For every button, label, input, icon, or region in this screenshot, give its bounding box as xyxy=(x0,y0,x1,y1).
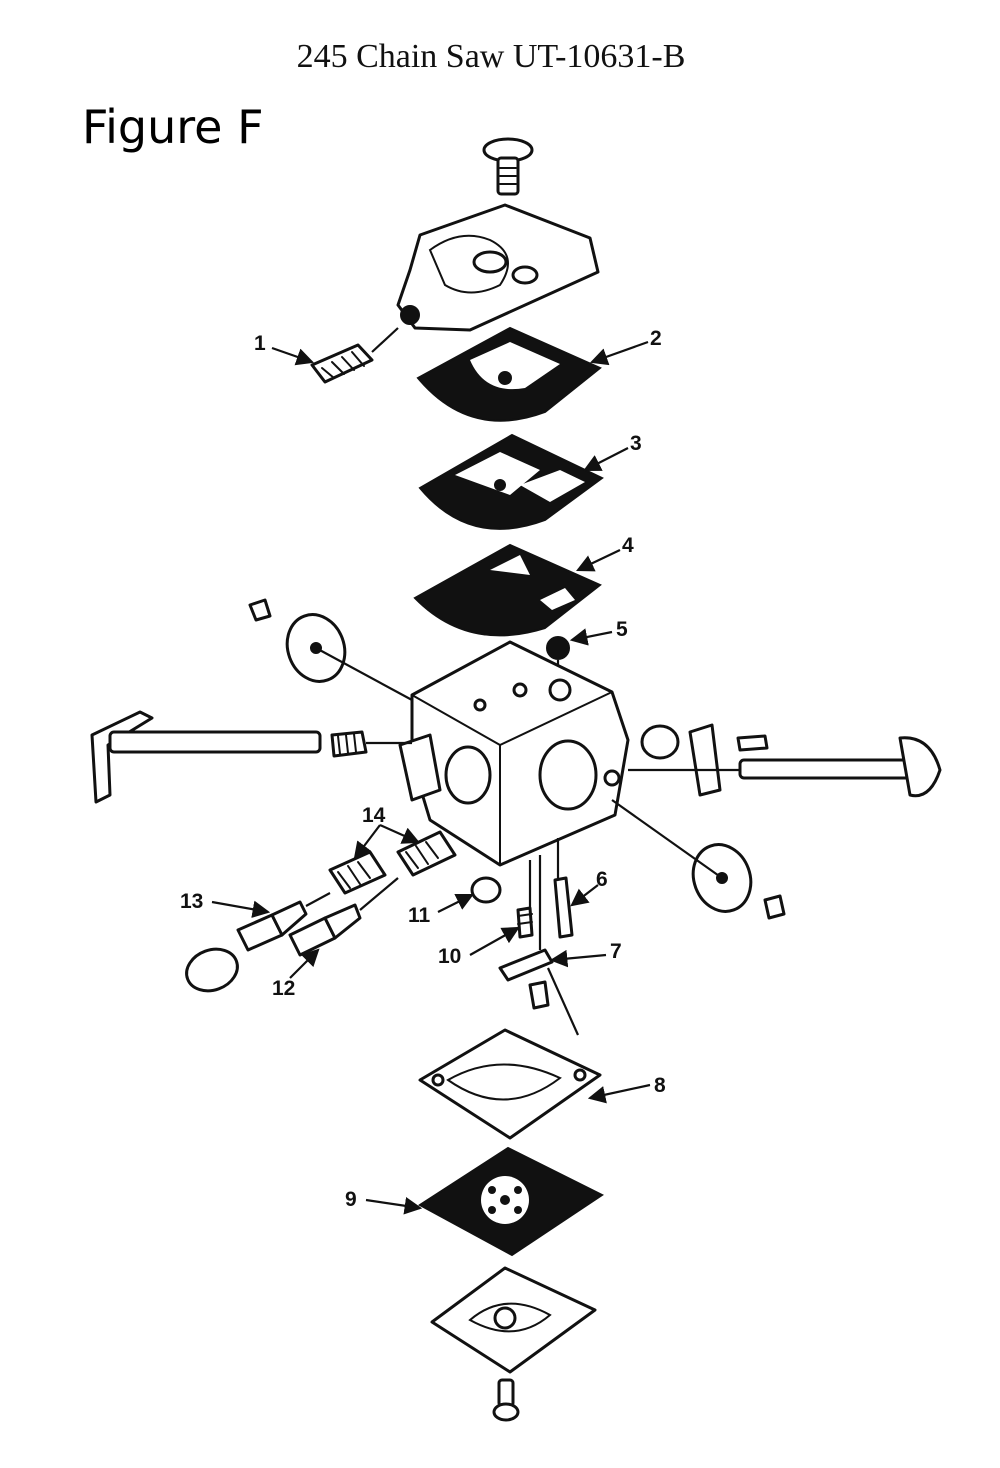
callout-3: 3 xyxy=(630,432,642,455)
callout-13: 13 xyxy=(180,890,203,913)
callout-9: 9 xyxy=(345,1188,357,1211)
callout-12: 12 xyxy=(272,977,295,1000)
figure-label: Figure F xyxy=(82,100,264,154)
part-6-inlet-needle xyxy=(553,838,574,939)
metering-cover-screw xyxy=(492,1378,520,1422)
callout-8: 8 xyxy=(654,1074,666,1097)
part-10-metering-spring xyxy=(516,906,534,939)
part-4-pump-plate xyxy=(413,543,602,637)
callout-1: 1 xyxy=(254,332,266,355)
part-7-metering-lever xyxy=(498,948,580,1036)
part-3-pump-diaphragm xyxy=(418,433,604,530)
pump-cover xyxy=(396,203,600,332)
throttle-valve-plate xyxy=(248,598,413,701)
callout-11: 11 xyxy=(408,904,431,927)
part-12-high-speed-needle xyxy=(288,877,399,957)
part-13-low-speed-needle xyxy=(236,892,331,952)
choke-shaft xyxy=(628,723,942,798)
callout-5: 5 xyxy=(616,618,628,641)
metering-cover xyxy=(430,1266,597,1374)
part-2-pump-gasket xyxy=(416,326,602,422)
limiter-cap xyxy=(185,947,239,993)
document-title: 245 Chain Saw UT-10631-B xyxy=(296,38,686,75)
part-9-metering-diaphragm xyxy=(418,1146,604,1257)
callout-leaders xyxy=(211,340,651,1215)
part-1-inlet-screen xyxy=(310,327,399,384)
choke-valve-plate xyxy=(611,799,786,920)
callout-4: 4 xyxy=(622,534,634,557)
callout-14: 14 xyxy=(362,804,386,827)
callout-7: 7 xyxy=(610,940,622,963)
carburetor-body xyxy=(398,640,630,867)
top-cover-screw xyxy=(482,137,534,196)
metering-pins xyxy=(528,855,542,950)
throttle-shaft xyxy=(90,710,412,804)
part-11-welch-plug xyxy=(470,876,502,904)
part-8-metering-gasket xyxy=(418,1028,602,1140)
callout-6: 6 xyxy=(596,868,608,891)
callout-10: 10 xyxy=(438,945,461,968)
callout-2: 2 xyxy=(650,327,662,350)
